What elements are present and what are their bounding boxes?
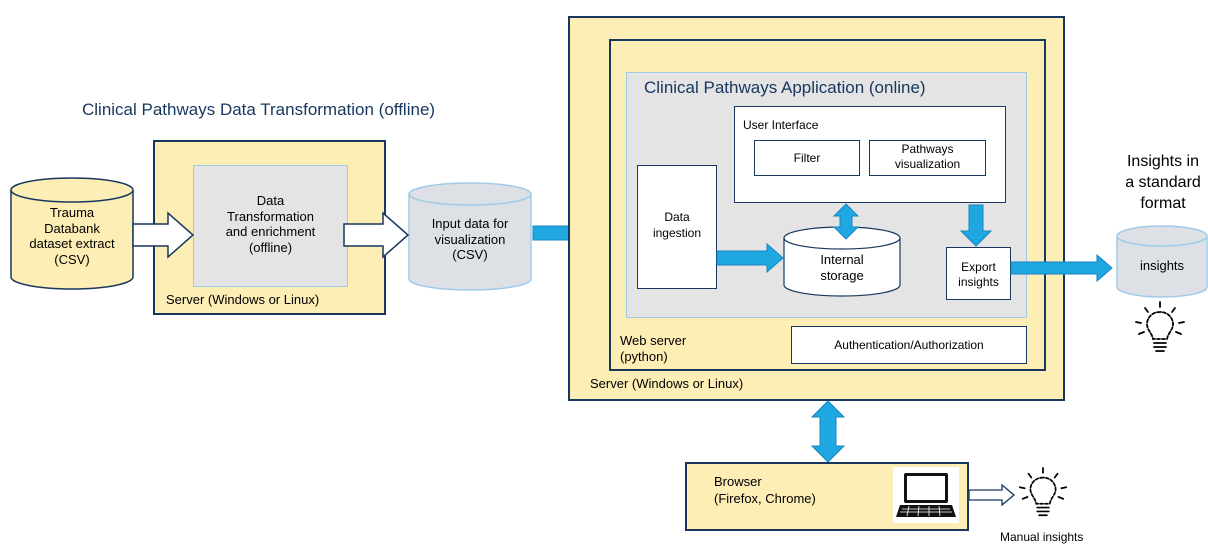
- browser-label: Browser (Firefox, Chrome): [714, 474, 816, 506]
- laptop-icon: [893, 467, 959, 523]
- offline-server-label: Server (Windows or Linux): [166, 292, 320, 307]
- web-server-label: Web server (python): [620, 333, 687, 365]
- manual-insights-label: Manual insights: [1000, 530, 1084, 544]
- insights-db-label: insights: [1139, 258, 1185, 273]
- auth-label: Authentication/Authorization: [834, 338, 984, 352]
- filter-box: [754, 140, 860, 176]
- internal-storage-cylinder: [783, 226, 901, 297]
- app-title: Clinical Pathways Application (online): [644, 78, 926, 97]
- pathways-viz-label: Pathways visualization: [894, 142, 961, 171]
- arrow-viz-to-export: [959, 204, 993, 247]
- internal-storage-label: Internal storage: [820, 252, 864, 284]
- insights-heading: Insights in a standard format: [1125, 153, 1201, 212]
- arrow-ui-storage: [832, 203, 860, 240]
- input-data-cylinder: [408, 182, 532, 291]
- arrow-transform-to-input: [343, 211, 410, 259]
- trauma-db-label: Trauma Databank dataset extract (CSV): [29, 205, 115, 267]
- manual-lightbulb-icon: [1018, 467, 1068, 517]
- arrow-browser-to-manual: [968, 483, 1016, 507]
- online-server-label: Server (Windows or Linux): [590, 376, 744, 391]
- data-ingestion-box: [637, 165, 717, 289]
- arrow-export-to-insights: [1010, 253, 1113, 283]
- filter-label: Filter: [793, 151, 821, 165]
- insights-cylinder: [1116, 225, 1208, 298]
- user-interface-label: User Interface: [743, 118, 819, 132]
- input-db-label: Input data for visualization (CSV): [431, 216, 509, 263]
- export-insights-label: Export insights: [958, 260, 999, 289]
- auth-box: [791, 326, 1027, 364]
- transform-box-label: Data Transformation and enrichment (offl…: [225, 193, 316, 255]
- pathways-viz-box: [869, 140, 986, 176]
- offline-title: Clinical Pathways Data Transformation (o…: [82, 100, 436, 119]
- lightbulb-icon: [1135, 301, 1185, 352]
- export-insights-box: [946, 247, 1011, 300]
- arrow-server-browser: [810, 400, 846, 463]
- arrow-trauma-to-transform: [132, 211, 195, 259]
- data-ingestion-label: Data ingestion: [652, 210, 702, 240]
- web-server-box: [609, 39, 1046, 371]
- arrow-ingestion-to-storage: [716, 242, 784, 274]
- trauma-db-cylinder: [10, 177, 134, 290]
